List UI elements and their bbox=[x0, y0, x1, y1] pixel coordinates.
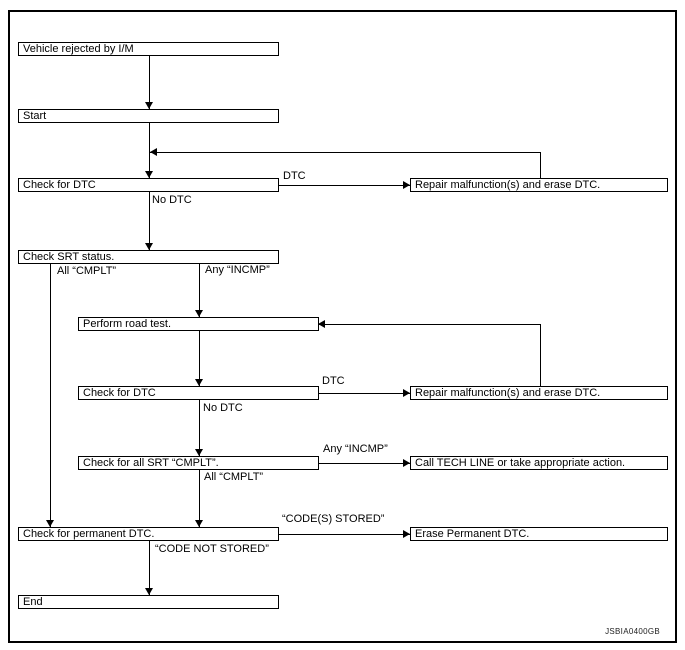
connector-line bbox=[50, 264, 51, 527]
edge-label-all-cmplt-1: All “CMPLT” bbox=[57, 265, 117, 277]
arrowhead-down bbox=[195, 379, 203, 386]
flow-node-erase-permanent-dtc: Erase Permanent DTC. bbox=[410, 527, 668, 541]
edge-label-no-dtc-2: No DTC bbox=[203, 402, 243, 414]
connector-line bbox=[149, 541, 150, 595]
arrowhead-down bbox=[145, 588, 153, 595]
arrowhead-down bbox=[195, 520, 203, 527]
flow-node-repair-erase-dtc-2: Repair malfunction(s) and erase DTC. bbox=[410, 386, 668, 400]
edge-label-codes-stored: “CODE(S) STORED” bbox=[282, 513, 385, 525]
connector-line bbox=[318, 463, 410, 464]
figure-id-watermark: JSBIA0400GB bbox=[605, 627, 660, 636]
edge-label-no-dtc-1: No DTC bbox=[152, 194, 192, 206]
connector-line bbox=[318, 393, 410, 394]
edge-label-any-incmp-1: Any “INCMP” bbox=[205, 264, 270, 276]
flow-node-check-srt-status: Check SRT status. bbox=[18, 250, 279, 264]
connector-line-feedback-2 bbox=[318, 324, 540, 325]
edge-label-any-incmp-2: Any “INCMP” bbox=[323, 443, 388, 455]
arrowhead-right bbox=[403, 181, 410, 189]
arrowhead-down bbox=[145, 171, 153, 178]
edge-label-code-not-stored: “CODE NOT STORED” bbox=[155, 543, 269, 555]
connector-line bbox=[278, 185, 410, 186]
connector-line bbox=[199, 470, 200, 527]
arrowhead-down bbox=[46, 520, 54, 527]
arrowhead-left bbox=[150, 148, 157, 156]
connector-line bbox=[149, 123, 150, 178]
edge-label-dtc-2: DTC bbox=[322, 375, 345, 387]
connector-line bbox=[199, 400, 200, 456]
arrowhead-down bbox=[145, 102, 153, 109]
edge-label-all-cmplt-2: All “CMPLT” bbox=[204, 471, 264, 483]
flow-node-call-tech-line: Call TECH LINE or take appropriate actio… bbox=[410, 456, 668, 470]
flow-node-check-permanent-dtc: Check for permanent DTC. bbox=[18, 527, 279, 541]
arrowhead-right bbox=[403, 530, 410, 538]
connector-line bbox=[199, 264, 200, 317]
arrowhead-right bbox=[403, 459, 410, 467]
connector-line bbox=[278, 534, 410, 535]
flow-node-check-all-srt-cmplt: Check for all SRT “CMPLT”. bbox=[78, 456, 319, 470]
arrowhead-right bbox=[403, 389, 410, 397]
connector-line-feedback-2 bbox=[540, 324, 541, 386]
arrowhead-down bbox=[195, 310, 203, 317]
connector-line-feedback-1 bbox=[540, 152, 541, 178]
connector-line bbox=[199, 331, 200, 386]
flow-node-start: Start bbox=[18, 109, 279, 123]
flow-node-vehicle-rejected: Vehicle rejected by I/M bbox=[18, 42, 279, 56]
connector-line-feedback-1 bbox=[150, 152, 540, 153]
flow-node-check-dtc-2: Check for DTC bbox=[78, 386, 319, 400]
flow-node-perform-road-test: Perform road test. bbox=[78, 317, 319, 331]
diagram-border bbox=[8, 10, 677, 643]
edge-label-dtc-1: DTC bbox=[283, 170, 306, 182]
arrowhead-down bbox=[145, 243, 153, 250]
flow-node-check-dtc-1: Check for DTC bbox=[18, 178, 279, 192]
flow-node-end: End bbox=[18, 595, 279, 609]
connector-line bbox=[149, 192, 150, 250]
flow-node-repair-erase-dtc-1: Repair malfunction(s) and erase DTC. bbox=[410, 178, 668, 192]
arrowhead-left bbox=[318, 320, 325, 328]
arrowhead-down bbox=[195, 449, 203, 456]
connector-line bbox=[149, 56, 150, 109]
